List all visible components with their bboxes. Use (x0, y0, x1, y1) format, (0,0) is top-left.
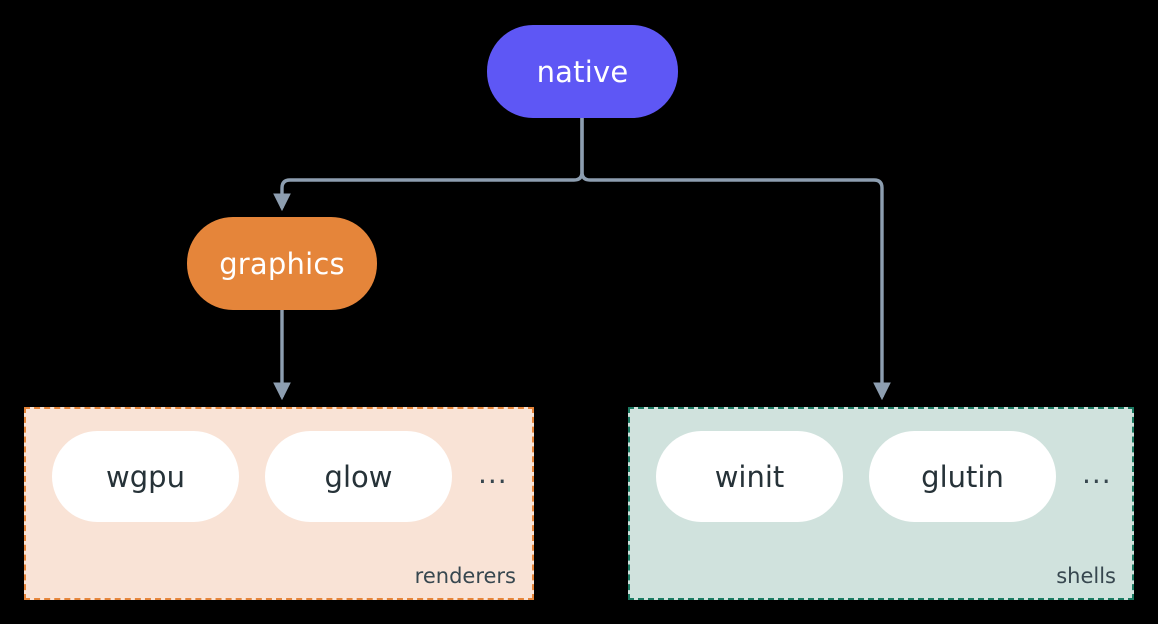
edge-native-graphics (273, 118, 584, 212)
node-graphics-label: graphics (219, 246, 345, 281)
group-shells: winit glutin ... shells (628, 407, 1134, 600)
node-graphics[interactable]: graphics (187, 217, 377, 310)
edge-native-shells (580, 118, 891, 401)
group-renderers-items: wgpu glow ... (26, 431, 532, 522)
node-native[interactable]: native (487, 25, 678, 118)
leaf-glutin-label: glutin (921, 459, 1004, 494)
group-shells-items: winit glutin ... (630, 431, 1132, 522)
leaf-wgpu-label: wgpu (106, 459, 185, 494)
leaf-glow-label: glow (324, 459, 393, 494)
group-renderers-label: renderers (414, 564, 516, 588)
renderers-more-ellipsis: ... (478, 456, 508, 490)
group-renderers: wgpu glow ... renderers (24, 407, 534, 600)
leaf-wgpu[interactable]: wgpu (52, 431, 239, 522)
leaf-winit-label: winit (714, 459, 785, 494)
leaf-winit[interactable]: winit (656, 431, 843, 522)
leaf-glow[interactable]: glow (265, 431, 452, 522)
leaf-glutin[interactable]: glutin (869, 431, 1056, 522)
group-shells-label: shells (1056, 564, 1116, 588)
shells-more-ellipsis: ... (1082, 456, 1112, 490)
node-native-label: native (536, 54, 629, 89)
